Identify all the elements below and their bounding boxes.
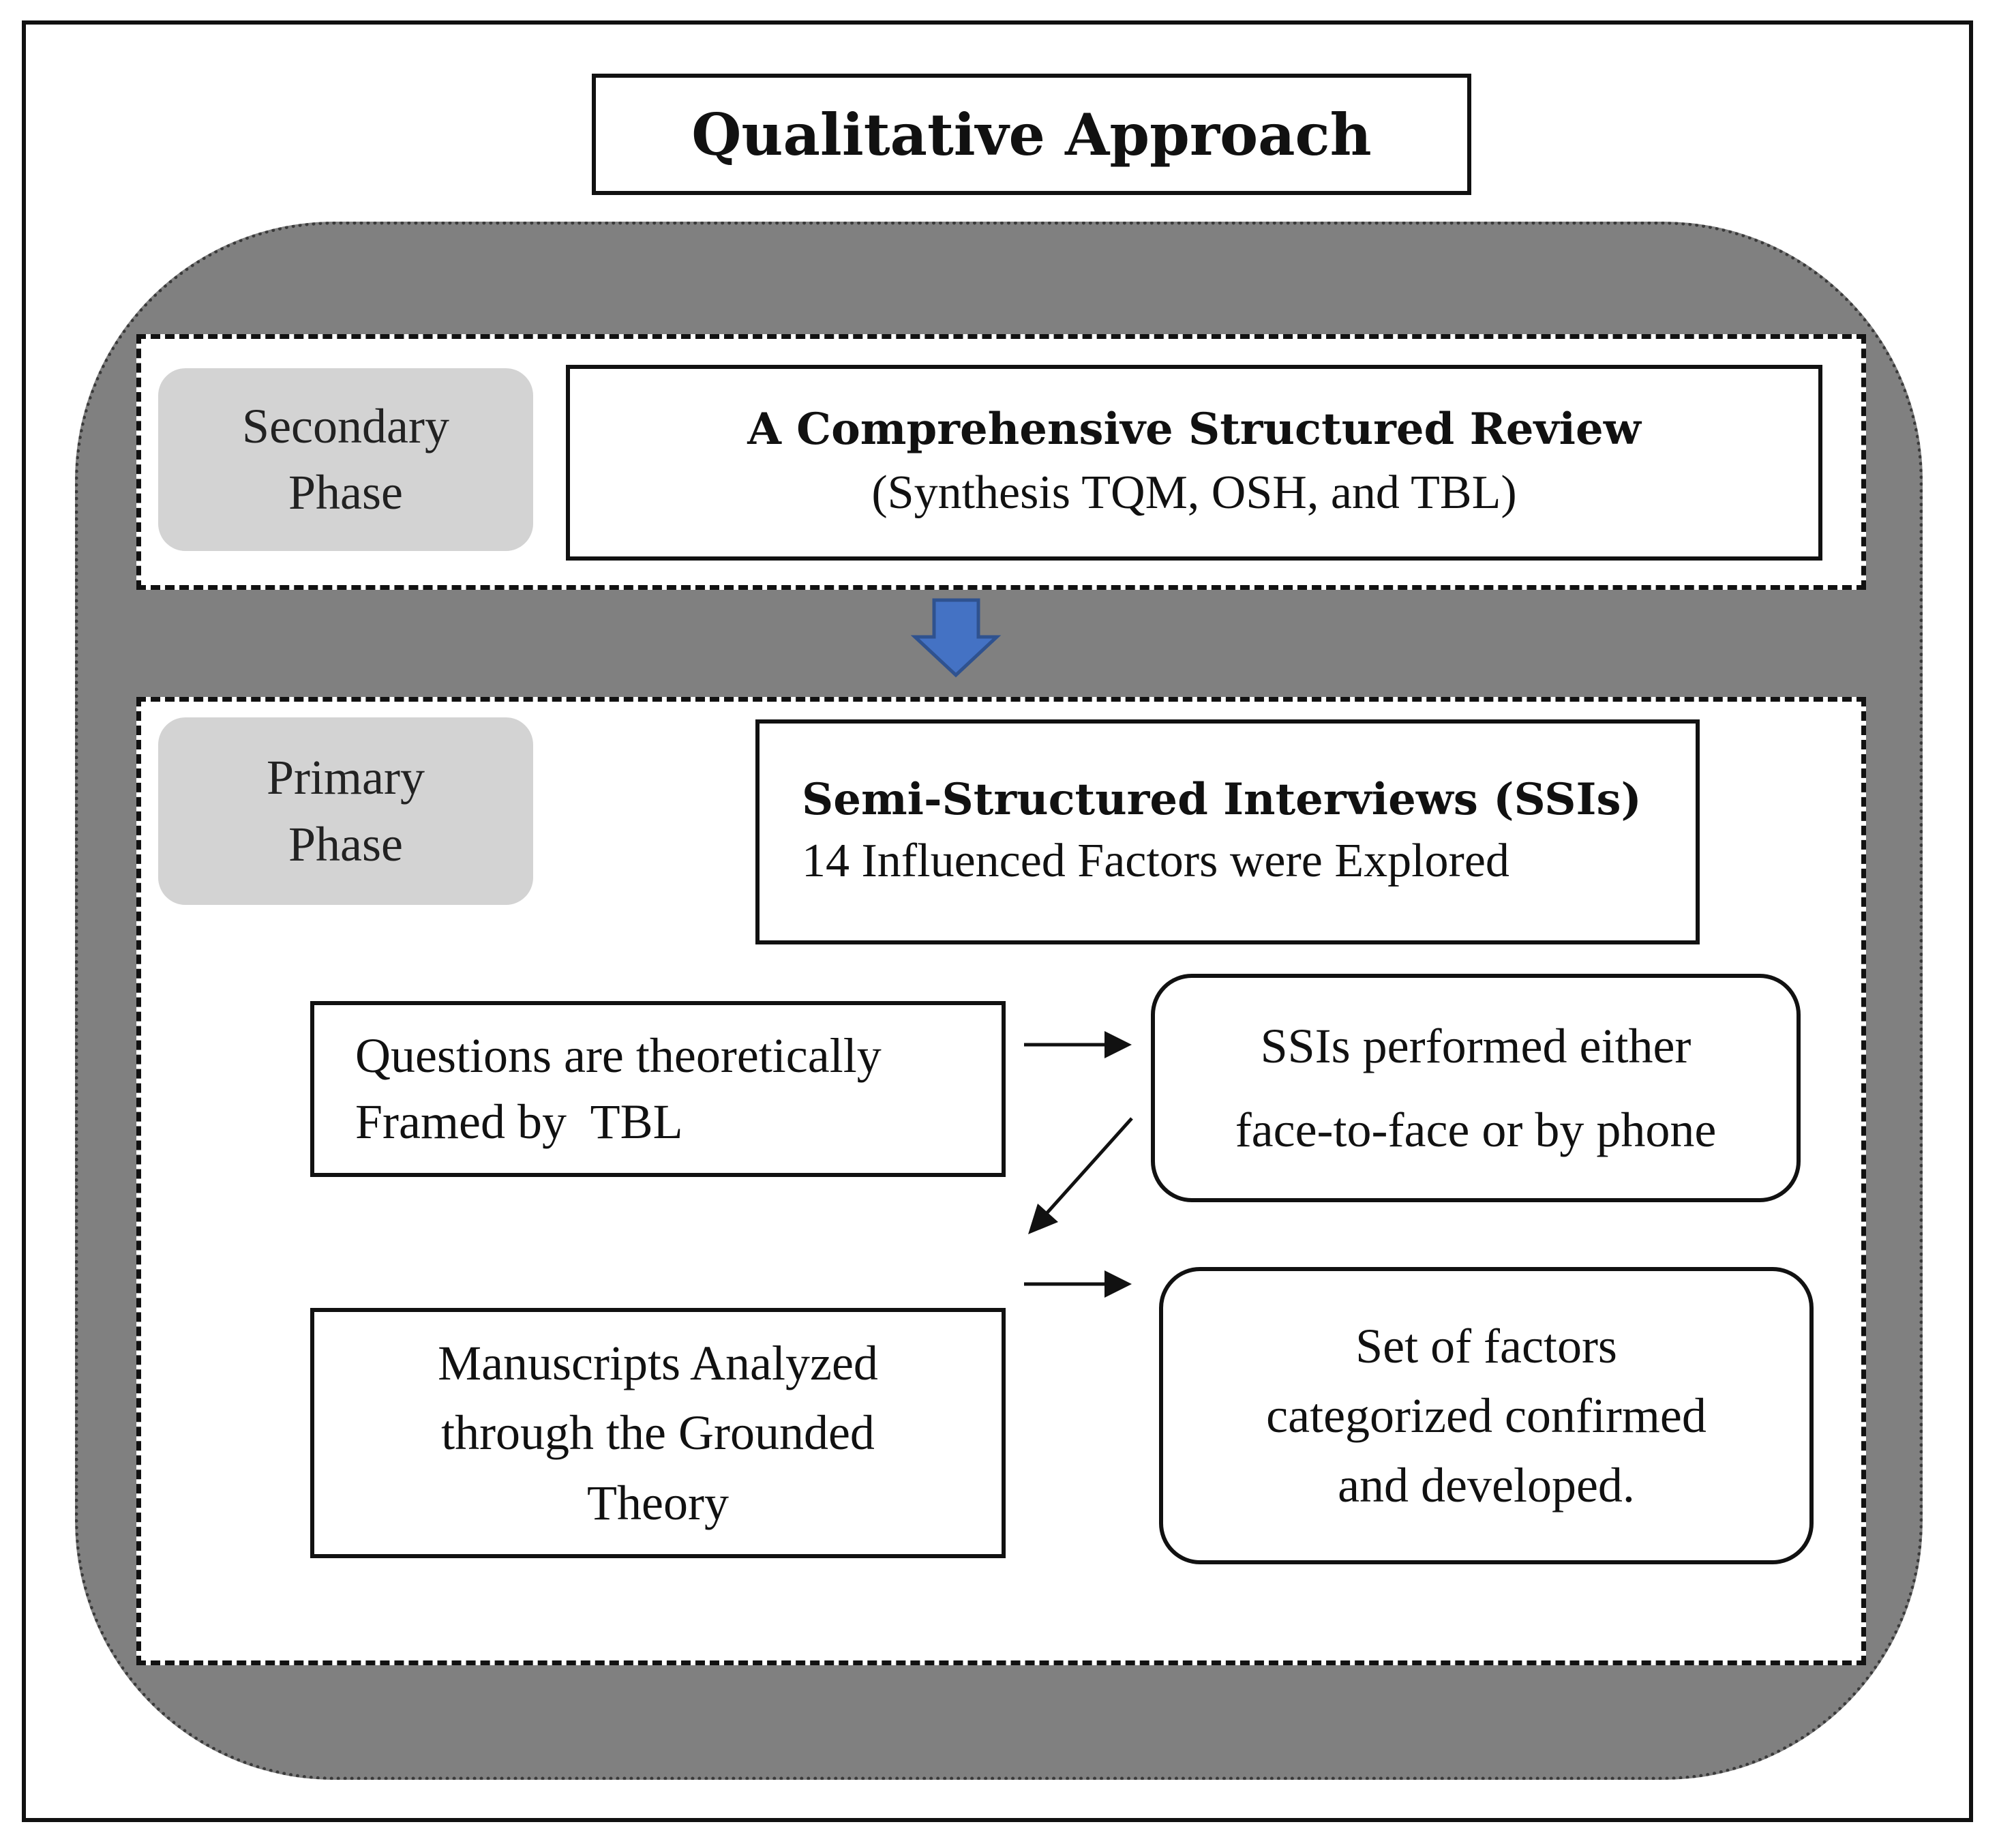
factors-box: Set of factors categorized confirmed and… [1159, 1267, 1814, 1564]
manuscripts-line1: Manuscripts Analyzed [438, 1336, 878, 1391]
arrow-questions-to-ssis-head-icon [1104, 1031, 1132, 1058]
secondary-phase-label-line2: Phase [288, 465, 403, 520]
structured-review-box: A Comprehensive Structured Review (Synth… [566, 365, 1822, 561]
factors-line3: and developed. [1338, 1458, 1635, 1513]
primary-phase-label-line1: Primary [267, 750, 425, 805]
ssi-subtitle: 14 Influenced Factors were Explored [802, 834, 1509, 887]
ssis-performed-line2: face-to-face or by phone [1235, 1102, 1717, 1157]
primary-phase-label: Primary Phase [158, 717, 533, 905]
primary-phase-label-line2: Phase [288, 816, 403, 871]
phase-transition-arrow-icon [910, 598, 1002, 678]
factors-line1: Set of factors [1355, 1318, 1617, 1373]
questions-line2: Framed by TBL [355, 1094, 683, 1149]
secondary-phase-label: Secondary Phase [158, 368, 533, 551]
factors-line2: categorized confirmed [1266, 1388, 1707, 1443]
questions-box: Questions are theoretically Framed by TB… [310, 1001, 1006, 1177]
structured-review-subtitle: (Synthesis TQM, OSH, and TBL) [871, 466, 1517, 520]
arrow-ssis-diagonal [1042, 1117, 1133, 1219]
diagram-title-text: Qualitative Approach [691, 100, 1372, 168]
diagram-title: Qualitative Approach [592, 74, 1471, 195]
ssi-title: Semi-Structured Interviews (SSIs) [802, 773, 1642, 825]
structured-review-title: A Comprehensive Structured Review [747, 403, 1641, 455]
ssis-performed-box: SSIs performed either face-to-face or by… [1151, 974, 1801, 1202]
arrow-ssis-diagonal-head-icon [1028, 1204, 1058, 1234]
ssis-performed-line1: SSIs performed either [1260, 1019, 1692, 1074]
questions-line1: Questions are theoretically [355, 1028, 882, 1083]
arrow-manuscripts-to-factors-head-icon [1104, 1270, 1132, 1298]
secondary-phase-label-line1: Secondary [242, 398, 449, 453]
ssi-box: Semi-Structured Interviews (SSIs) 14 Inf… [755, 719, 1700, 944]
manuscripts-line3: Theory [587, 1475, 729, 1530]
manuscripts-line2: through the Grounded [441, 1405, 875, 1461]
manuscripts-box: Manuscripts Analyzed through the Grounde… [310, 1308, 1006, 1558]
